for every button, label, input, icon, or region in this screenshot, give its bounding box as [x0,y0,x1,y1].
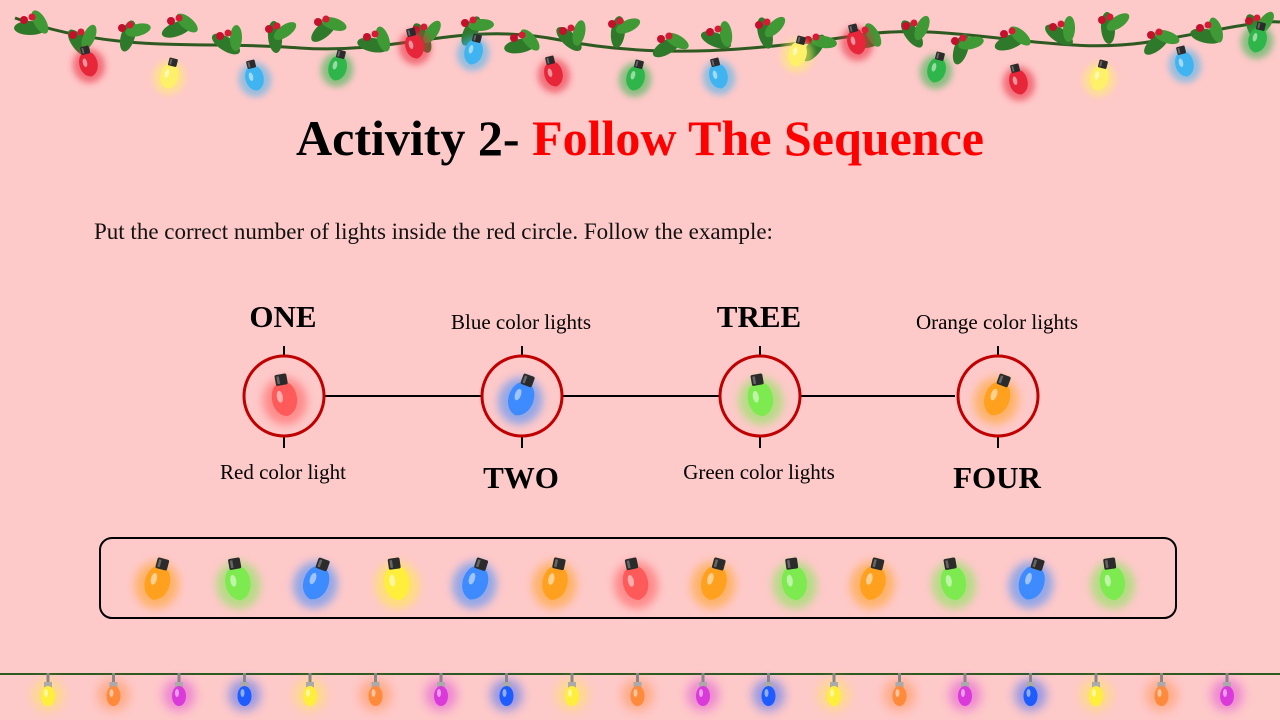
sequence-number-two: TWO [483,460,559,495]
garland-top-bulb-icon [537,55,571,93]
garland-top-bulb-icon [919,51,953,89]
sequence-number-one: ONE [249,299,317,334]
garland-wire [14,16,1280,53]
garland-bottom-bulb-icon [1145,673,1178,711]
garland-bottom-bulb-icon [32,673,64,711]
tray-bulb-icon [613,557,659,609]
garland-bottom-bulb-icon [1080,673,1112,711]
title-activity-number: Activity 2- [296,110,533,166]
sequence-desc-blue: Blue color lights [451,310,591,334]
tray-border [99,537,1177,619]
sequence-desc-orange: Orange color lights [915,310,1079,334]
sequence-bulb-icon [738,373,784,425]
tray-bulb-icon [452,557,497,609]
garland-bottom-bulb-icon [752,673,785,711]
title-activity-name: Follow The Sequence [532,110,984,166]
garland-bottom [0,673,1280,711]
garland-bottom-bulb-icon [294,673,326,711]
page-title: Activity 2- Follow The Sequence [0,108,1280,168]
lights-tray [99,537,1177,619]
garland-bottom-bulb-icon [163,673,195,711]
sequence-number-tree: TREE [716,299,802,334]
garland-top-bulb-icon [238,59,272,97]
holly-leaves [14,10,1274,65]
garland-bottom-bulb-icon [359,673,392,711]
garland-top-bulb-icon [618,59,652,97]
garland-bottom-bulb-icon [621,673,654,711]
garland-top-bulbs [72,21,1274,101]
garland-bottom-bulb-icon [883,673,916,711]
instruction-text: Put the correct number of lights inside … [94,219,773,244]
sequence-bulb-icon [973,373,1019,425]
garland-top-bulb-icon [780,35,814,73]
garland-bottom-bulb-icon [1014,673,1047,711]
tray-bulb-icon [216,557,261,609]
sequence-diagram [242,346,1040,448]
garland-top-bulb-icon [1240,21,1274,59]
garland-bottom-bulb-icon [818,673,850,711]
sequence-number-four: FOUR [953,460,1041,495]
garland-bottom-bulb-icon [949,673,981,711]
tray-bulb-icon [772,557,817,609]
tray-bulb-icon [850,557,895,609]
garland-top-bulb-icon [72,45,106,83]
garland-top-bulb-icon [702,57,736,95]
garland-top-bulb-icon [1082,59,1116,97]
garland-bottom-bulb-icon [425,673,457,711]
garland-bottom-bulb-icon [490,673,523,711]
tray-bulb-icon [134,557,179,609]
garland-bottom-bulb-icon [97,673,130,711]
tray-bulb-icon [292,557,338,609]
garland-top-bulb-icon [840,23,874,61]
sequence-desc-green: Green color lights [683,460,835,484]
tray-bulb-icon [931,557,977,609]
garland-top-bulb-icon [1168,45,1202,83]
tray-bulb-icon [690,557,736,609]
garland-top-bulb-icon [152,57,186,95]
tray-bulb-icon [1090,557,1135,609]
garland-bottom-bulb-icon [228,673,261,711]
garland-bottom-bulb-icon [1211,673,1243,711]
garland-bottom-bulb-icon [556,673,588,711]
garland-top-bulb-icon [456,33,490,71]
sequence-bulb-icon [497,373,543,425]
garland-top-bulb-icon [398,27,432,65]
garland-top-bulb-icon [320,49,354,87]
garland-bottom-bulb-icon [687,673,719,711]
garland-top-bulb-icon [1002,63,1036,101]
garland-top [14,10,1280,101]
tray-bulb-icon [1008,557,1054,609]
tray-bulb-icon [375,557,420,609]
tray-bulb-icon [532,557,577,609]
sequence-bulb-icon [262,373,308,425]
sequence-desc-red: Red color light [220,460,346,484]
